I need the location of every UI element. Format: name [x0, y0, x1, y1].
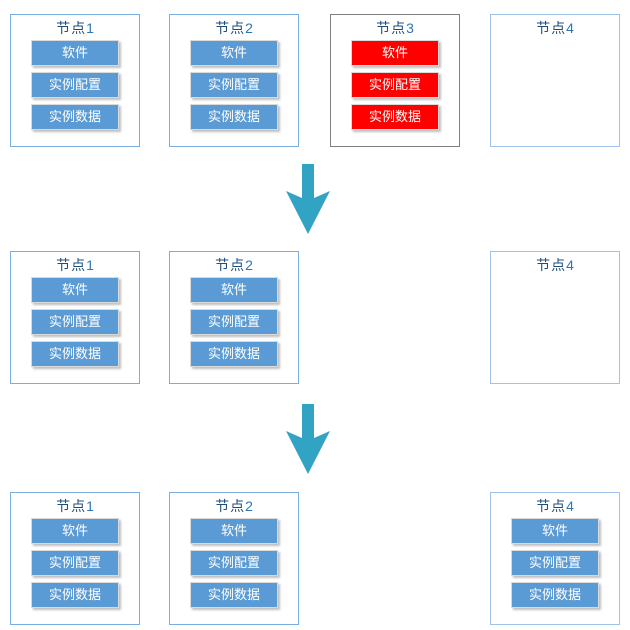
- node-title: 节点4: [491, 493, 619, 515]
- node-title-number: 3: [406, 20, 414, 36]
- node-1-stage-3: 节点1 软件 实例配置 实例数据: [10, 492, 140, 625]
- node-title-text: 节点: [56, 20, 87, 36]
- instance-config-box: 实例配置: [351, 72, 439, 98]
- software-box: 软件: [351, 40, 439, 66]
- down-arrow-icon: [286, 404, 330, 474]
- software-box: 软件: [190, 40, 278, 66]
- instance-data-box: 实例数据: [190, 341, 278, 367]
- software-box: 软件: [31, 277, 119, 303]
- node-title-text: 节点: [536, 498, 567, 514]
- node-2-stage-2: 节点2 软件 实例配置 实例数据: [169, 251, 299, 384]
- instance-data-box: 实例数据: [31, 582, 119, 608]
- instance-data-box: 实例数据: [190, 104, 278, 130]
- node-4-stage-2-empty: 节点4: [490, 251, 620, 384]
- node-title: 节点1: [11, 252, 139, 274]
- node-title-number: 4: [566, 20, 574, 36]
- instance-config-box: 实例配置: [190, 309, 278, 335]
- node-title-text: 节点: [215, 498, 246, 514]
- node-title-number: 4: [566, 498, 574, 514]
- down-arrow-icon: [286, 164, 330, 234]
- software-box: 软件: [190, 518, 278, 544]
- software-box: 软件: [190, 277, 278, 303]
- node-title: 节点2: [170, 493, 298, 515]
- node-4-stage-3-populated: 节点4 软件 实例配置 实例数据: [490, 492, 620, 625]
- node-3-stage-1-failed: 节点3 软件 实例配置 实例数据: [330, 14, 460, 147]
- instance-data-box: 实例数据: [351, 104, 439, 130]
- node-title-text: 节点: [536, 257, 567, 273]
- instance-data-box: 实例数据: [31, 341, 119, 367]
- instance-config-box: 实例配置: [190, 72, 278, 98]
- node-2-stage-3: 节点2 软件 实例配置 实例数据: [169, 492, 299, 625]
- software-box: 软件: [31, 40, 119, 66]
- instance-config-box: 实例配置: [190, 550, 278, 576]
- node-title-text: 节点: [56, 498, 87, 514]
- node-title: 节点4: [491, 252, 619, 274]
- node-title: 节点2: [170, 252, 298, 274]
- node-title-number: 1: [86, 20, 94, 36]
- node-title-number: 1: [86, 257, 94, 273]
- node-title: 节点1: [11, 493, 139, 515]
- instance-config-box: 实例配置: [31, 72, 119, 98]
- node-title-number: 2: [245, 257, 253, 273]
- instance-data-box: 实例数据: [511, 582, 599, 608]
- node-title-text: 节点: [215, 20, 246, 36]
- node-title-text: 节点: [536, 20, 567, 36]
- node-title-number: 1: [86, 498, 94, 514]
- node-title: 节点4: [491, 15, 619, 37]
- instance-config-box: 实例配置: [31, 309, 119, 335]
- node-1-stage-2: 节点1 软件 实例配置 实例数据: [10, 251, 140, 384]
- instance-data-box: 实例数据: [190, 582, 278, 608]
- instance-data-box: 实例数据: [31, 104, 119, 130]
- node-title-text: 节点: [376, 20, 407, 36]
- instance-config-box: 实例配置: [511, 550, 599, 576]
- node-title-text: 节点: [215, 257, 246, 273]
- node-title: 节点2: [170, 15, 298, 37]
- instance-config-box: 实例配置: [31, 550, 119, 576]
- node-title-number: 2: [245, 498, 253, 514]
- node-1-stage-1: 节点1 软件 实例配置 实例数据: [10, 14, 140, 147]
- node-title: 节点1: [11, 15, 139, 37]
- node-title-number: 2: [245, 20, 253, 36]
- node-title-text: 节点: [56, 257, 87, 273]
- node-title: 节点3: [331, 15, 459, 37]
- node-title-number: 4: [566, 257, 574, 273]
- node-2-stage-1: 节点2 软件 实例配置 实例数据: [169, 14, 299, 147]
- software-box: 软件: [511, 518, 599, 544]
- software-box: 软件: [31, 518, 119, 544]
- node-4-stage-1-empty: 节点4: [490, 14, 620, 147]
